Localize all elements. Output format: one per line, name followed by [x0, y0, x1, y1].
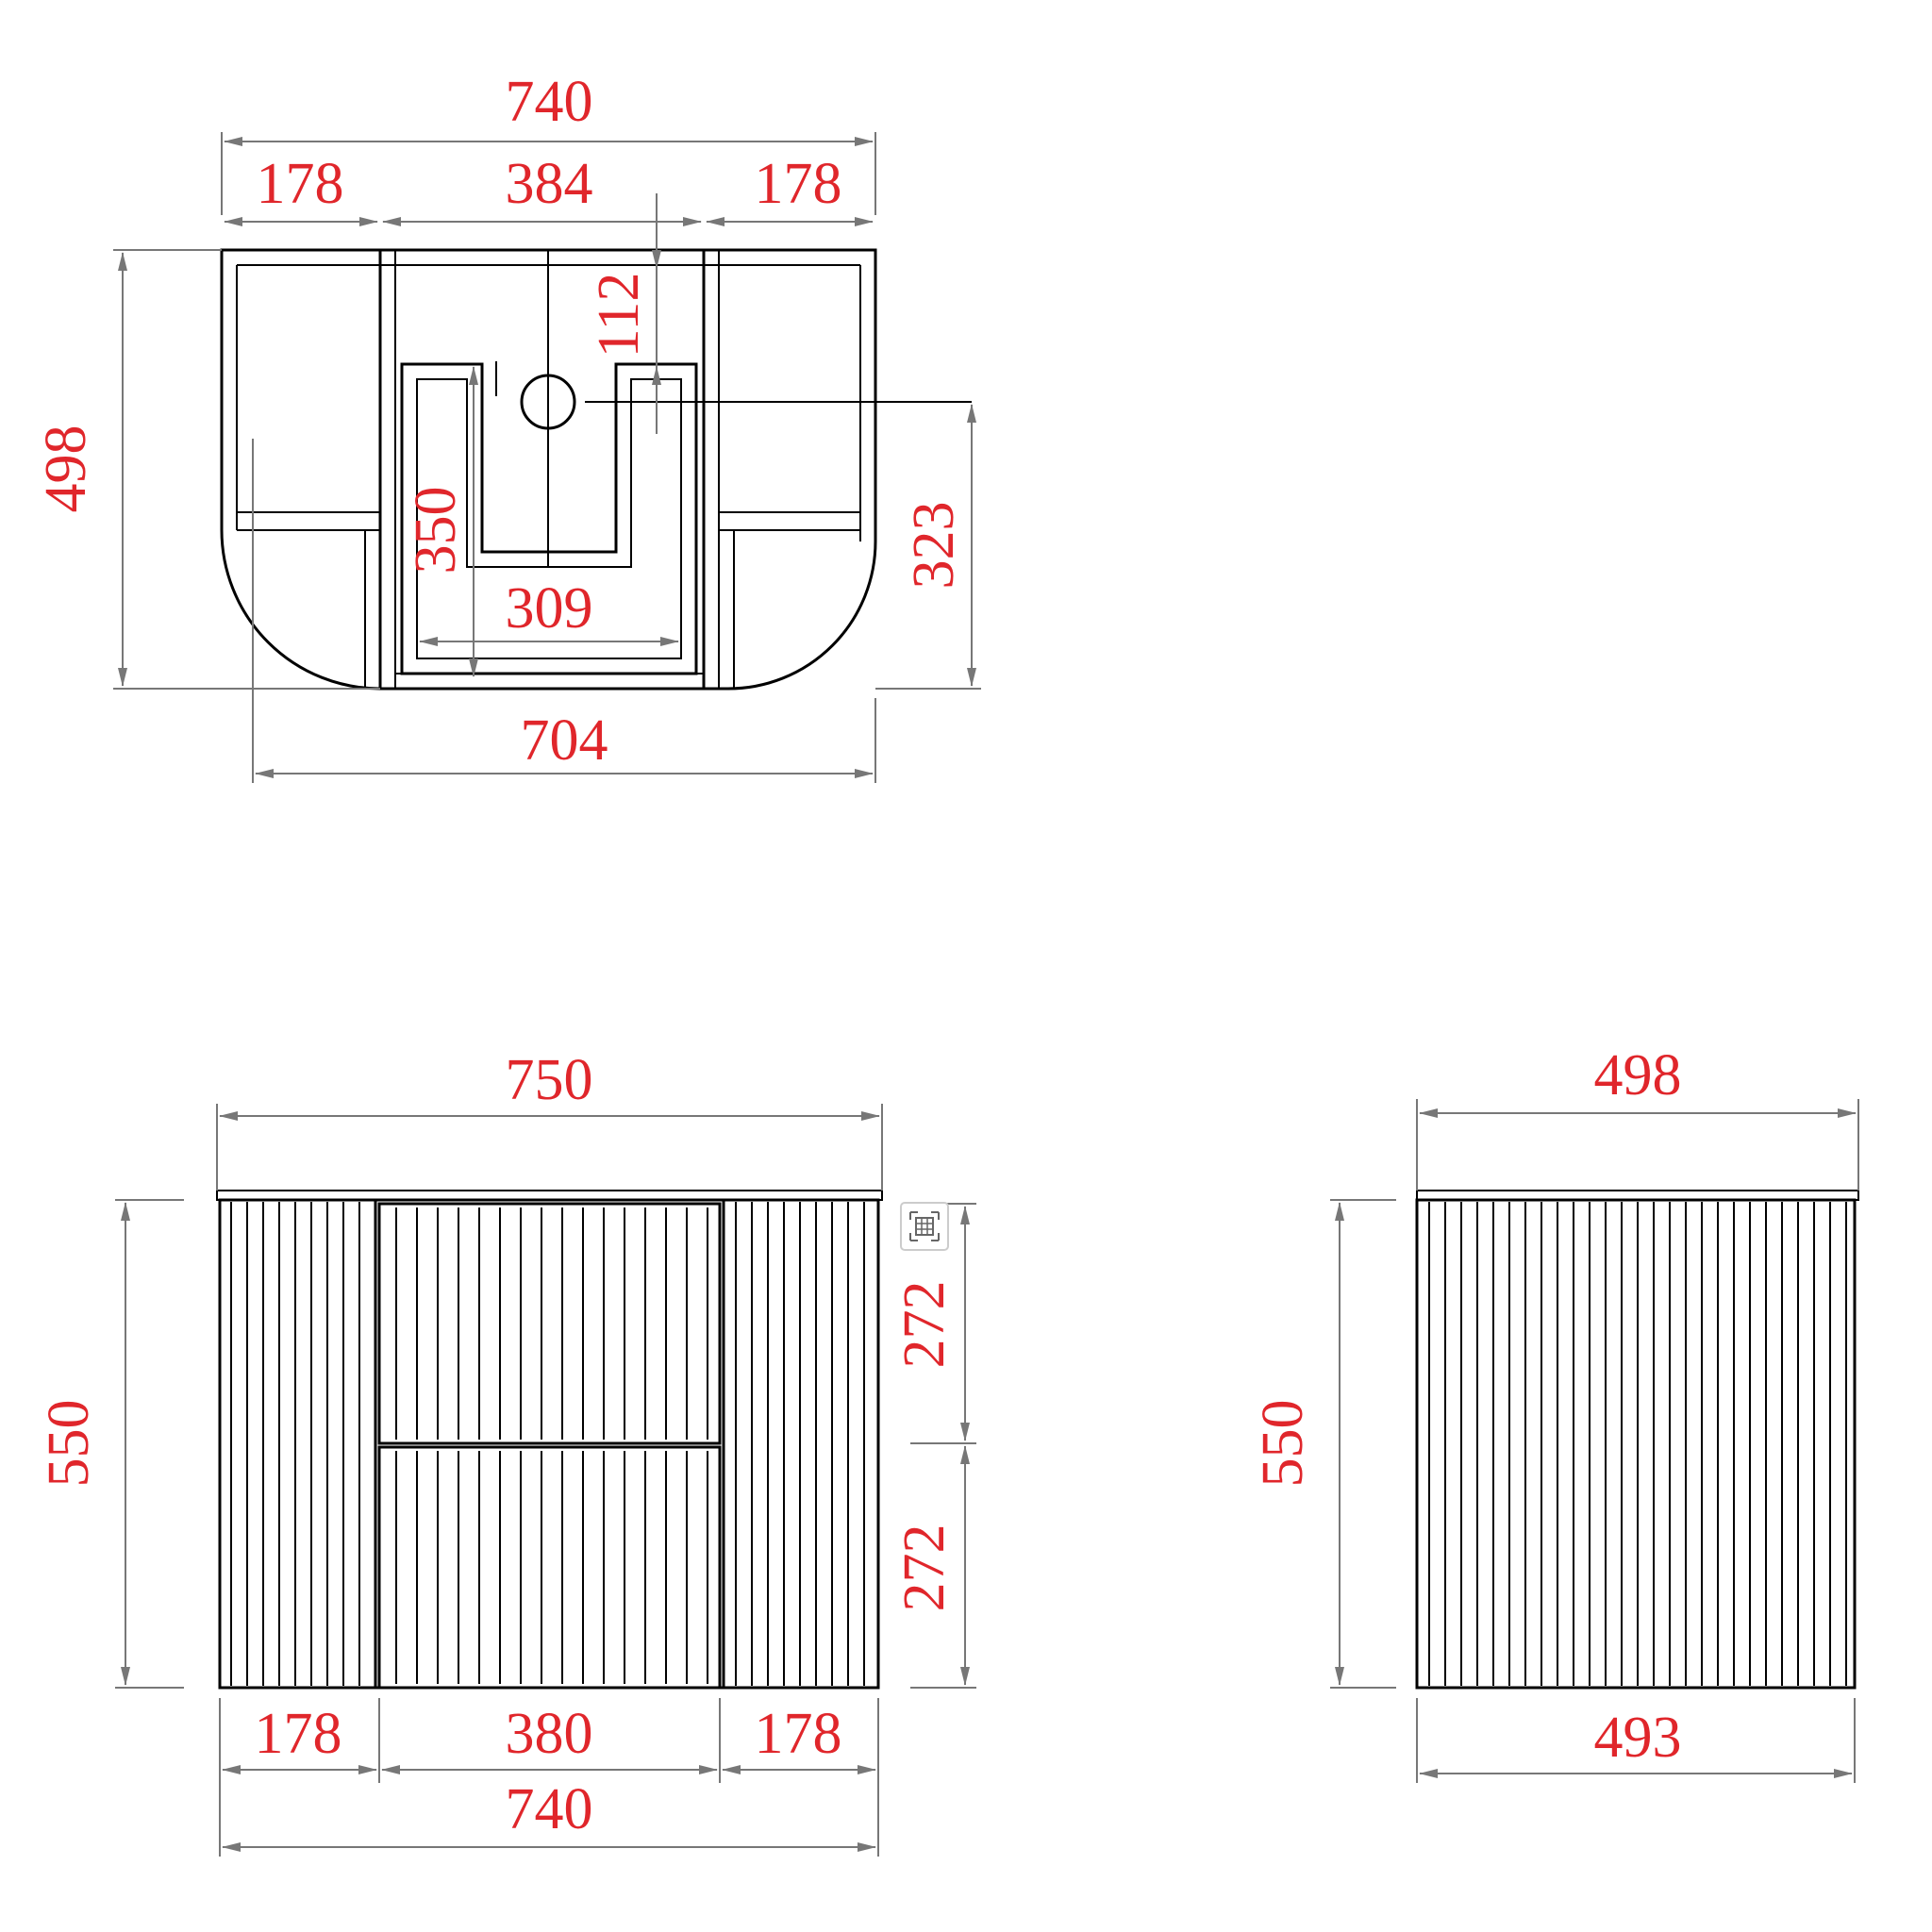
- plan-bottom-width-label: 704: [521, 708, 608, 773]
- front-right-panel-label: 178: [755, 1702, 842, 1766]
- plan-dimensions: [113, 132, 981, 783]
- side-dimension-labels: 498 550 493: [1251, 1043, 1682, 1770]
- plan-drawer-outline: [400, 362, 698, 675]
- upper-drawer: [377, 1202, 722, 1445]
- front-dimensions: [115, 1104, 976, 1857]
- side-flutes: [1428, 1202, 1847, 1686]
- front-view: 750 550 272 272 178 380 178 740: [37, 1048, 976, 1857]
- plan-depth-label: 498: [34, 425, 98, 513]
- front-upper-drawer-label: 272: [892, 1281, 957, 1369]
- waste-hole: [520, 374, 576, 430]
- plan-inner-width-label: 309: [506, 576, 593, 641]
- plan-dimension-labels: 740 178 384 178 498 112 350 309 323 704: [34, 70, 966, 773]
- plan-waste-offset-label: 323: [902, 502, 966, 590]
- plan-center-section-label: 384: [506, 152, 593, 216]
- plan-shelf-right: [719, 511, 860, 689]
- front-lower-drawer-label: 272: [892, 1524, 957, 1612]
- plan-notch-depth-label: 112: [587, 273, 651, 358]
- plan-left-section-label: 178: [257, 152, 344, 216]
- front-left-panel-label: 178: [255, 1702, 342, 1766]
- plan-drawer-inner: [416, 378, 682, 659]
- front-flutes: [230, 1202, 865, 1686]
- plan-notch-height-label: 350: [404, 487, 468, 575]
- front-center-panel-label: 380: [506, 1702, 593, 1766]
- zoom-select-icon[interactable]: [900, 1202, 949, 1251]
- front-overall-width-label: 750: [506, 1048, 593, 1112]
- side-top-depth-label: 498: [1594, 1043, 1682, 1108]
- plan-right-section-label: 178: [755, 152, 842, 216]
- side-base-depth-label: 493: [1594, 1706, 1682, 1770]
- side-dimensions: [1330, 1099, 1859, 1783]
- plan-shelf-left: [237, 511, 380, 689]
- front-height-label: 550: [37, 1400, 101, 1488]
- plan-view: 740 178 384 178 498 112 350 309 323 704: [34, 70, 981, 783]
- side-height-label: 550: [1251, 1400, 1315, 1488]
- lower-drawer: [377, 1445, 722, 1690]
- plan-outline: [220, 248, 877, 691]
- front-dimension-labels: 750 550 272 272 178 380 178 740: [37, 1048, 957, 1841]
- side-view: 498 550 493: [1251, 1043, 1859, 1783]
- side-body: [1415, 1198, 1857, 1690]
- plan-overall-width-label: 740: [506, 70, 593, 134]
- front-base-width-label: 740: [506, 1777, 593, 1841]
